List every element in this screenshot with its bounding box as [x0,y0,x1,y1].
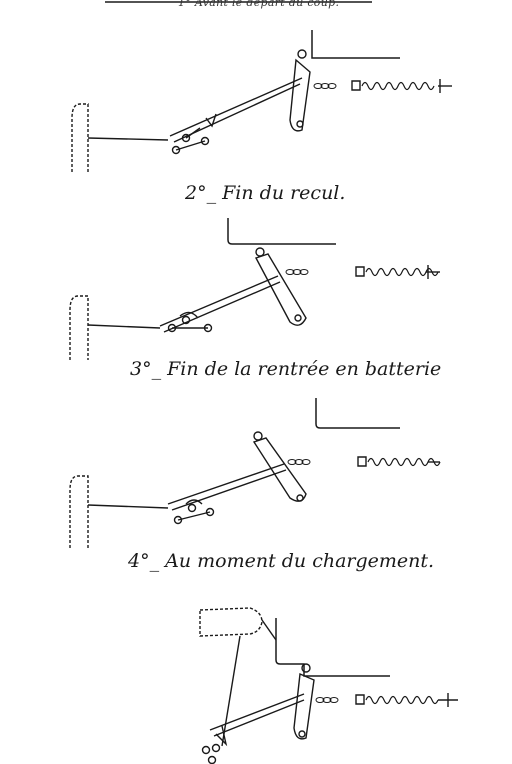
pivot-4 [302,664,310,672]
caption-4: 4°_ Au moment du chargement. [128,550,435,572]
panel-1-mechanism [72,30,452,172]
pivot-2 [256,248,264,256]
caption-3: 3°_ Fin de la rentrée en batterie [130,358,442,380]
breech-block-4 [200,608,262,636]
panel-3-mechanism [70,398,441,548]
panel-4-mechanism [200,608,458,764]
top-caption: 1° Avant le départ du coup. [178,0,340,9]
breech-block-1 [72,104,88,172]
pivot-3 [254,432,262,440]
breech-block-3 [70,476,88,548]
breech-block-2 [70,296,88,360]
panel-2-mechanism [70,218,440,360]
caption-2: 2°_ Fin du recul. [185,182,346,204]
pivot-1 [298,50,306,58]
